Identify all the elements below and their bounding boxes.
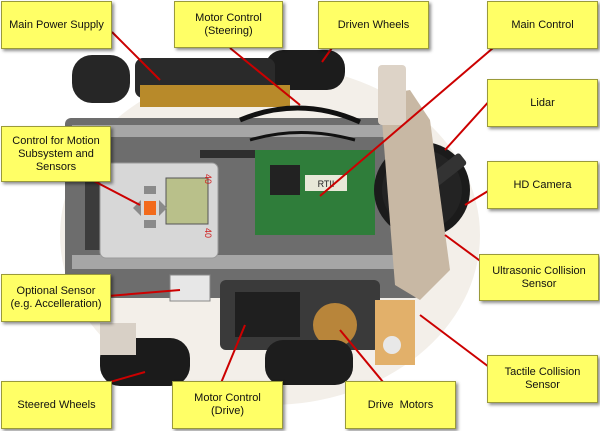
label-text: Main Power Supply [9,18,104,31]
label-ultrasonic: Ultrasonic Collision Sensor [479,254,599,301]
label-optional-sensor: Optional Sensor (e.g. Accelleration) [1,274,111,322]
label-text: HD Camera [513,178,572,191]
label-main-power-supply: Main Power Supply [1,1,112,49]
label-text: Control for Motion Subsystem and Sensors [12,134,100,173]
tactile-button [383,336,401,354]
label-motor-control-steering: Motor Control (Steering) [174,1,283,48]
label-text: Main Control [511,18,574,31]
nxt-top-button [144,186,156,194]
label-motor-control-drive: Motor Control (Drive) [172,381,283,429]
battery-gold [140,85,290,107]
label-text: Lidar [530,96,555,109]
tactile-sensor [375,300,415,365]
label-text: Ultrasonic Collision Sensor [492,264,586,290]
cable-bundle [200,150,255,158]
label-main-control: Main Control [487,1,598,49]
label-drive-motors: Drive Motors [345,381,456,429]
label-steered-wheels: Steered Wheels [1,381,112,429]
rear-driven-wheel [265,340,353,385]
board-chip [270,165,300,195]
label-text: Drive Motors [367,398,434,411]
nxt-bottom-button [144,220,156,228]
label-control-motion: Control for Motion Subsystem and Sensors [1,126,111,182]
label-text: Driven Wheels [337,18,410,31]
label-hd-camera: HD Camera [487,161,598,209]
nxt-orange-button [144,201,156,215]
label-text: Motor Control (Steering) [195,11,262,37]
chassis-beam-top [72,125,412,137]
brick-mark-top: 40 [203,174,213,184]
nxt-screen [165,177,209,225]
label-driven-wheels: Driven Wheels [318,1,429,49]
board-sticker-text: RTII [318,179,335,189]
upper-sensor [378,65,406,125]
optional-sensor [169,274,211,302]
label-text: Motor Control (Drive) [194,392,261,417]
label-tactile: Tactile Collision Sensor [487,355,598,403]
brick-mark-bottom: 40 [203,228,213,238]
label-text: Tactile Collision Sensor [504,366,581,391]
label-text: Steered Wheels [17,398,96,411]
driven-wheel-left [72,55,130,103]
label-lidar: Lidar [487,79,598,127]
motor-control-drive-board [235,292,300,337]
label-text: Optional Sensor (e.g. Accelleration) [10,285,102,310]
steered-hub-block [100,323,136,355]
nxt-right-arrow [159,200,167,216]
driven-wheel-right [265,50,345,90]
